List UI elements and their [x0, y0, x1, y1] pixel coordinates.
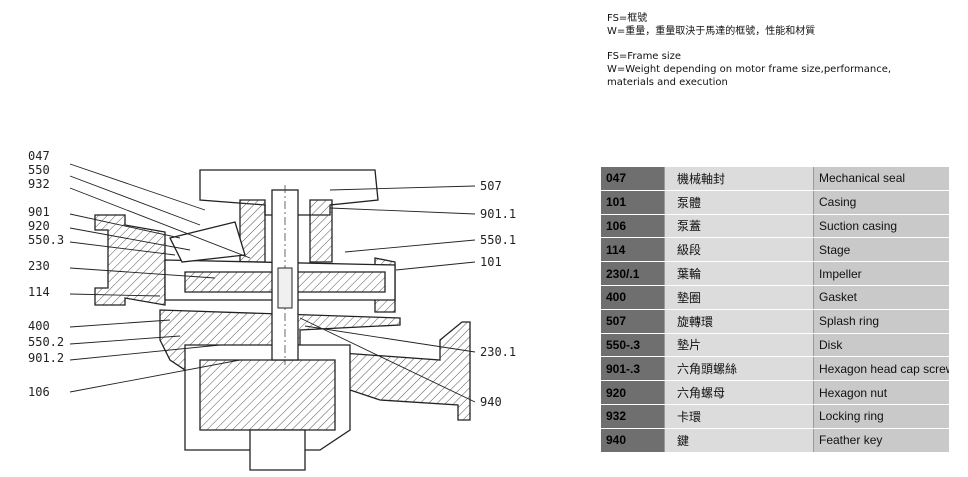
note-en-weight-cont: materials and execution	[607, 77, 728, 88]
callout-label: 550.1	[480, 233, 516, 247]
callout-label: 932	[28, 177, 50, 191]
callout-label: 400	[28, 319, 50, 333]
part-name-zh-cell: 鍵	[664, 428, 814, 453]
part-name-en-cell: Suction casing	[813, 214, 949, 239]
part-name-en-cell: Splash ring	[813, 309, 949, 334]
part-number-cell: 932	[601, 404, 665, 429]
part-name-en-cell: Disk	[813, 333, 949, 358]
callout-label: 901	[28, 205, 50, 219]
part-name-en-cell: Gasket	[813, 285, 949, 310]
callout-label: 901.1	[480, 207, 516, 221]
legend-notes: FS=框號 W=重量，重量取決于馬達的框號，性能和材質 FS=Frame siz…	[607, 12, 891, 89]
part-number-cell: 230/.1	[601, 261, 665, 286]
pump-body-outline	[94, 169, 471, 471]
callout-label: 507	[480, 179, 502, 193]
callout-label: 550.2	[28, 335, 64, 349]
callout-label: 550.3	[28, 233, 64, 247]
note-en-weight: W=Weight depending on motor frame size,p…	[607, 64, 892, 75]
pump-cross-section-drawing: 047 550 932 901 920 550.3 230 114 400 55…	[28, 149, 516, 471]
note-zh-weight: W=重量，重量取決于馬達的框號，性能和材質	[607, 26, 816, 37]
part-name-zh-cell: 旋轉環	[664, 309, 814, 334]
callout-label: 550	[28, 163, 50, 177]
part-name-en-cell: Hexagon head cap screw	[813, 356, 949, 382]
callout-label: 101	[480, 255, 502, 269]
callout-label: 940	[480, 395, 502, 409]
part-number-cell: 101	[601, 190, 665, 215]
part-name-zh-cell: 六角頭螺絲	[664, 356, 814, 382]
part-name-en-cell: Stage	[813, 237, 949, 263]
callout-label: 901.2	[28, 351, 64, 365]
part-name-zh-cell: 墊片	[664, 333, 814, 358]
part-number-cell: 106	[601, 214, 665, 239]
part-name-zh-cell: 卡環	[664, 404, 814, 429]
part-number-cell: 550-.3	[601, 333, 665, 358]
part-name-en-cell: Locking ring	[813, 404, 949, 429]
callout-label: 920	[28, 219, 50, 233]
part-name-zh-cell: 級段	[664, 237, 814, 263]
part-number-cell: 400	[601, 285, 665, 310]
callout-labels-left: 047 550 932 901 920 550.3 230 114 400 55…	[28, 149, 64, 399]
callout-label: 047	[28, 149, 50, 163]
part-name-en-cell: Feather key	[813, 428, 949, 453]
part-name-zh-cell: 泵體	[664, 190, 814, 215]
part-name-en-cell: Casing	[813, 190, 949, 215]
part-number-cell: 901-.3	[601, 356, 665, 382]
callout-label: 230	[28, 259, 50, 273]
part-number-cell: 940	[601, 428, 665, 453]
part-name-zh-cell: 墊圈	[664, 285, 814, 310]
part-name-en-cell: Hexagon nut	[813, 380, 949, 405]
part-number-cell: 047	[601, 167, 665, 191]
part-name-en-cell: Impeller	[813, 261, 949, 286]
part-number-cell: 920	[601, 380, 665, 405]
callout-label: 230.1	[480, 345, 516, 359]
part-number-cell: 114	[601, 237, 665, 263]
part-name-zh-cell: 葉輪	[664, 261, 814, 286]
callout-label: 106	[28, 385, 50, 399]
part-name-zh-cell: 機械軸封	[664, 167, 814, 191]
part-name-en-cell: Mechanical seal	[813, 167, 949, 191]
note-en-frame-size: FS=Frame size	[607, 51, 682, 62]
callout-labels-right: 507 901.1 550.1 101 230.1 940	[480, 179, 516, 409]
note-zh-frame-size: FS=框號	[607, 13, 648, 24]
part-name-zh-cell: 六角螺母	[664, 380, 814, 405]
callout-label: 114	[28, 285, 50, 299]
part-name-zh-cell: 泵蓋	[664, 214, 814, 239]
part-number-cell: 507	[601, 309, 665, 334]
